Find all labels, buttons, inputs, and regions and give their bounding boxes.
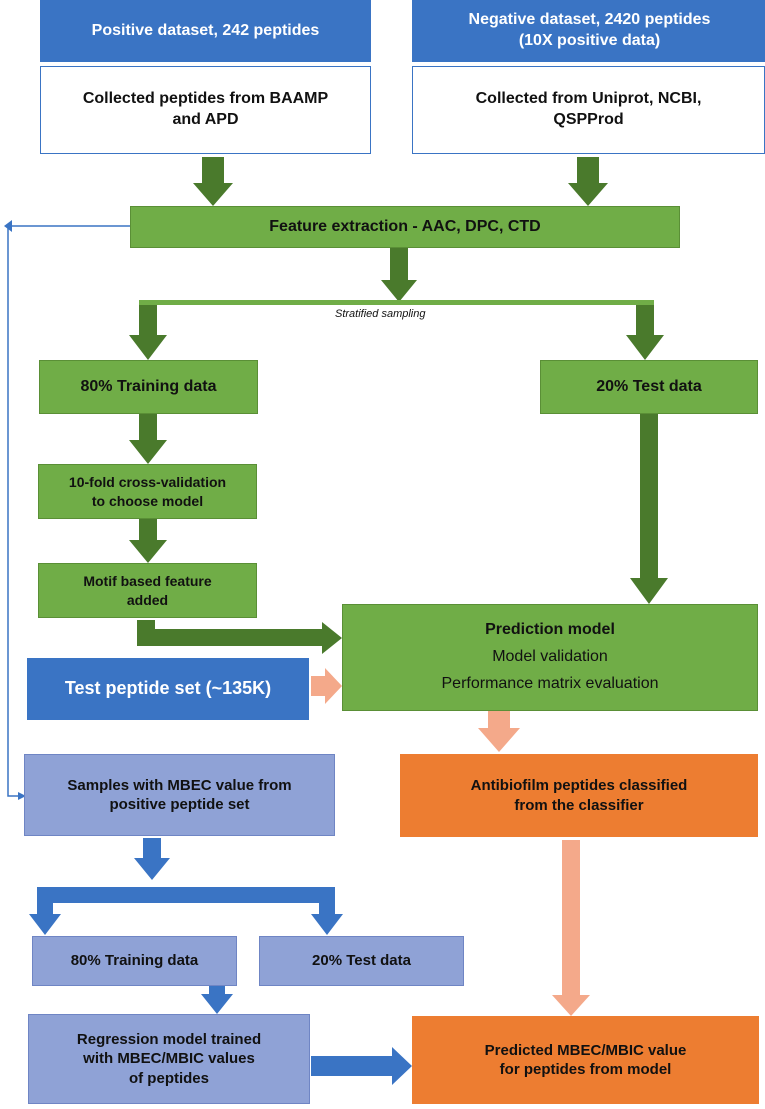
arrow-positive-to-features (193, 157, 233, 206)
negative-source-line1: Collected from Uniprot, NCBI, (475, 90, 702, 108)
negative-header-line2: (10X positive data) (518, 32, 661, 49)
reg-training-text: 80% Training data (70, 952, 199, 970)
negative-source-line2: QSPProd (553, 111, 624, 128)
feedback-line (7, 225, 130, 797)
motif-line1: Motif based feature (83, 573, 212, 590)
prediction-model-box: Prediction model Model validation Perfor… (342, 604, 758, 711)
regression-line3: of peptides (128, 1069, 209, 1087)
arrow-split-to-test (626, 304, 664, 360)
test-data-box: 20% Test data (540, 360, 758, 414)
cv-line1: 10-fold cross-validation (68, 474, 227, 491)
arrow-negative-to-features (568, 157, 608, 206)
arrow-cv-to-motif (129, 519, 167, 563)
cv-line2: to choose model (91, 492, 204, 509)
mbec-line2: positive peptide set (109, 796, 250, 813)
arrow-test-to-prediction (630, 414, 668, 604)
negative-header-line1: Negative dataset, 2420 peptides (468, 11, 711, 29)
positive-dataset-header: Positive dataset, 242 peptides (40, 0, 371, 62)
positive-source-line2: and APD (172, 111, 239, 128)
reg-training-box: 80% Training data (32, 936, 237, 986)
prediction-line1: Model validation (492, 648, 608, 666)
test-peptide-set-box: Test peptide set (~135K) (27, 658, 309, 720)
mbec-line1: Samples with MBEC value from (67, 776, 292, 794)
feature-extraction-box: Feature extraction - AAC, DPC, CTD (130, 206, 680, 248)
arrow-regtraining-to-regression (201, 986, 233, 1014)
positive-header-text: Positive dataset, 242 peptides (91, 21, 320, 39)
feedback-arrowhead-top (4, 220, 12, 232)
training-data-text: 80% Training data (80, 377, 217, 395)
classified-line2: from the classifier (514, 796, 644, 814)
arrow-regression-to-predicted (311, 1047, 412, 1085)
test-peptide-set-text: Test peptide set (~135K) (64, 678, 272, 699)
training-data-box: 80% Training data (39, 360, 258, 414)
split-bar (139, 300, 654, 305)
stratified-sampling-label: Stratified sampling (335, 308, 426, 320)
arrow-classified-to-predicted (552, 840, 590, 1016)
cross-validation-box: 10-fold cross-validation to choose model (38, 464, 257, 519)
arrow-testset-to-prediction (311, 668, 342, 704)
regression-split-bar (29, 887, 343, 935)
feedback-arrowhead-bottom (18, 792, 26, 800)
arrow-motif-to-prediction (137, 620, 342, 654)
prediction-line2: Performance matrix evaluation (441, 674, 659, 692)
motif-feature-box: Motif based feature added (38, 563, 257, 618)
regression-line1: Regression model trained (76, 1030, 262, 1048)
positive-source-line1: Collected peptides from BAAMP (82, 90, 329, 108)
mbec-samples-box: Samples with MBEC value from positive pe… (24, 754, 335, 836)
reg-test-box: 20% Test data (259, 936, 464, 986)
regression-line2: with MBEC/MBIC values (83, 1050, 255, 1068)
regression-model-box: Regression model trained with MBEC/MBIC … (28, 1014, 310, 1104)
predicted-line1: Predicted MBEC/MBIC value (484, 1041, 687, 1059)
arrow-prediction-to-classified (478, 711, 520, 752)
arrow-mbec-to-split (134, 838, 170, 880)
classified-box: Antibiofilm peptides classified from the… (400, 754, 758, 837)
predicted-value-box: Predicted MBEC/MBIC value for peptides f… (412, 1016, 759, 1104)
feature-extraction-text: Feature extraction - AAC, DPC, CTD (269, 217, 541, 235)
classified-line1: Antibiofilm peptides classified (470, 777, 688, 794)
test-data-text: 20% Test data (596, 377, 702, 395)
arrow-training-to-cv (129, 414, 167, 464)
negative-source-box: Collected from Uniprot, NCBI, QSPProd (412, 66, 765, 154)
arrow-split-to-training (129, 304, 167, 360)
arrow-features-to-split (381, 248, 417, 302)
motif-line2: added (126, 591, 169, 608)
predicted-line2: for peptides from model (499, 1061, 672, 1078)
prediction-title: Prediction model (485, 621, 615, 639)
positive-source-box: Collected peptides from BAAMP and APD (40, 66, 371, 154)
reg-test-text: 20% Test data (312, 952, 411, 970)
negative-dataset-header: Negative dataset, 2420 peptides (10X pos… (412, 0, 765, 62)
